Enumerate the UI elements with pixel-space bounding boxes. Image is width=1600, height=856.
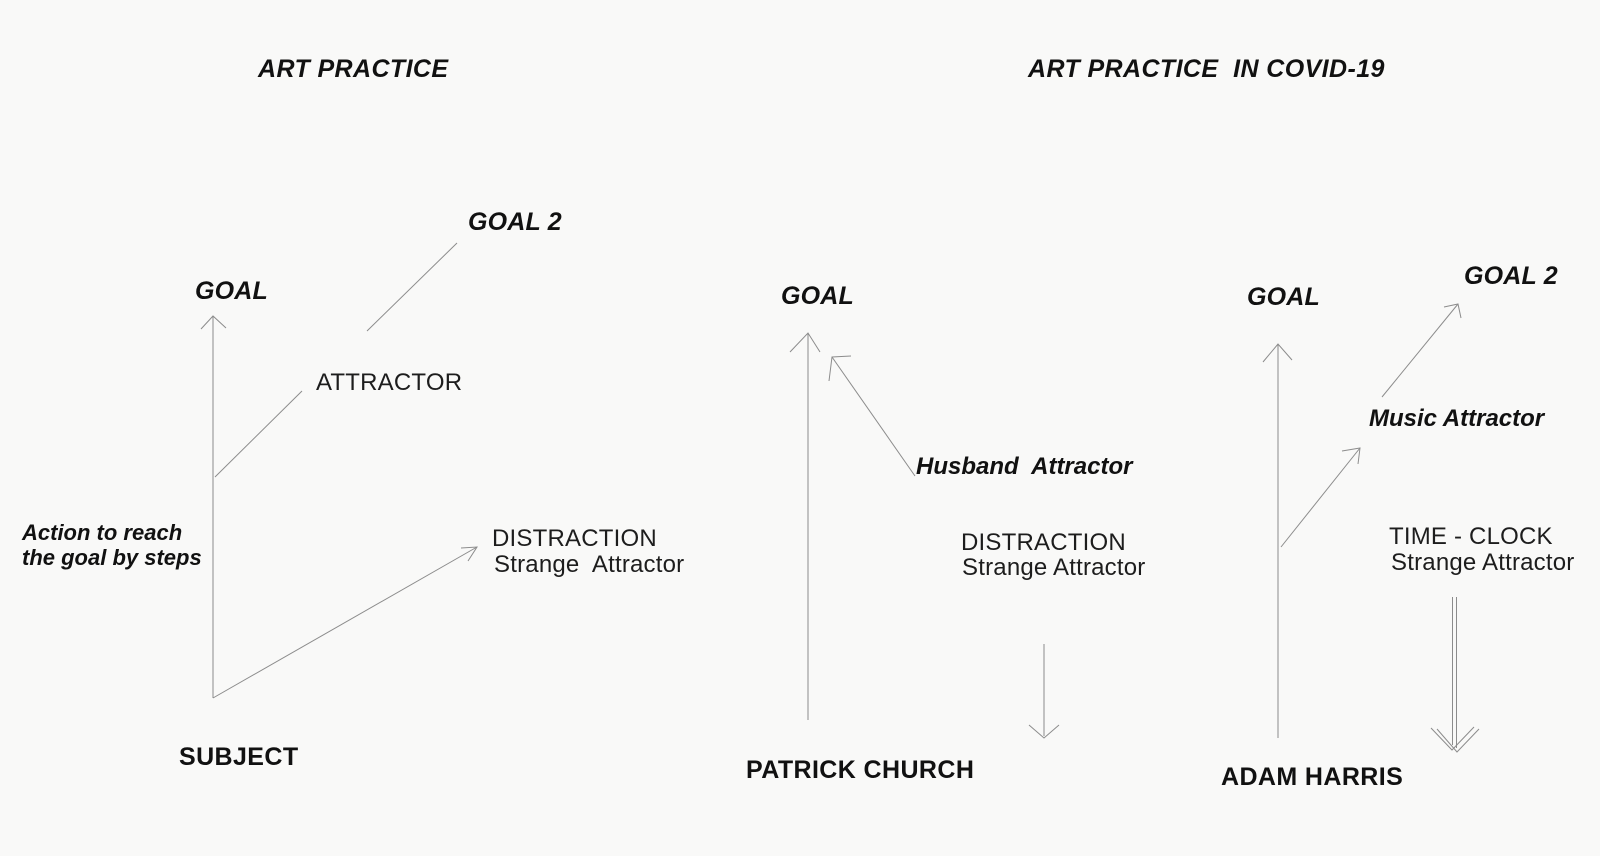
right-subject-to-music-arrow [1280,447,1361,548]
left-distraction-arrowhead-icon [460,546,478,562]
middle-husband-arrowhead-icon [828,355,852,382]
middle-goal-arrowhead-icon [789,332,821,353]
middle-subject-label: PATRICK CHURCH [746,756,975,784]
left-goal2-label: GOAL 2 [468,208,562,236]
left-subject-to-distraction-arrow [212,546,478,699]
left-action-note-line2: the goal by steps [22,545,202,570]
middle-down-arrowhead-icon [1028,724,1060,739]
middle-distraction-down-arrow [1028,644,1060,739]
middle-husband-to-goal-arrow [828,355,916,477]
left-attractor-to-goal2-line [366,242,458,332]
right-goal2-arrow-shaft [1381,303,1459,398]
left-distraction-arrow-shaft [212,546,478,699]
left-goal-arrowhead-icon [200,315,227,330]
right-subject-to-goal-arrow [1262,343,1293,738]
middle-subject-to-goal-arrow [789,332,821,720]
left-attractor-line-segment [214,390,303,478]
middle-distraction-label: DISTRACTION [961,529,1126,556]
left-action-note-line1: Action to reach [22,520,183,545]
middle-husband-arrow-shaft [831,356,916,477]
right-timeclock-double-down-arrow [1430,597,1480,753]
right-music-to-goal2-arrow [1381,303,1462,398]
left-diagram-title: ART PRACTICE [258,55,449,83]
left-attractor-label: ATTRACTOR [316,369,463,396]
right-goal2-label: GOAL 2 [1464,262,1558,290]
left-subject-to-attractor-line [214,390,303,478]
middle-strange-attractor-label: Strange Attractor [962,554,1146,581]
right-music-arrow-shaft [1280,447,1361,548]
left-goal2-line-segment [366,242,458,332]
left-goal-label: GOAL [195,277,269,305]
covid-section-title: ART PRACTICE IN COVID-19 [1028,55,1385,83]
middle-goal-label: GOAL [781,282,855,310]
right-timeclock-label: TIME - CLOCK [1389,523,1553,550]
left-subject-label: SUBJECT [179,743,299,771]
right-subject-label: ADAM HARRIS [1221,763,1404,791]
left-distraction-label: DISTRACTION [492,525,657,552]
right-goal-arrowhead-icon [1262,343,1293,363]
left-strange-attractor-label: Strange Attractor [494,551,685,578]
right-strange-attractor-label: Strange Attractor [1391,549,1575,576]
right-goal2-arrowhead-icon [1443,303,1462,319]
middle-husband-attractor-label: Husband Attractor [916,453,1133,480]
left-subject-to-goal-arrow [200,315,227,698]
right-double-arrowhead-outer-icon [1430,726,1475,751]
right-goal-label: GOAL [1247,283,1321,311]
right-music-arrowhead-icon [1341,447,1361,465]
right-double-arrowhead-inner-icon [1436,728,1480,753]
right-music-attractor-label: Music Attractor [1369,405,1545,432]
